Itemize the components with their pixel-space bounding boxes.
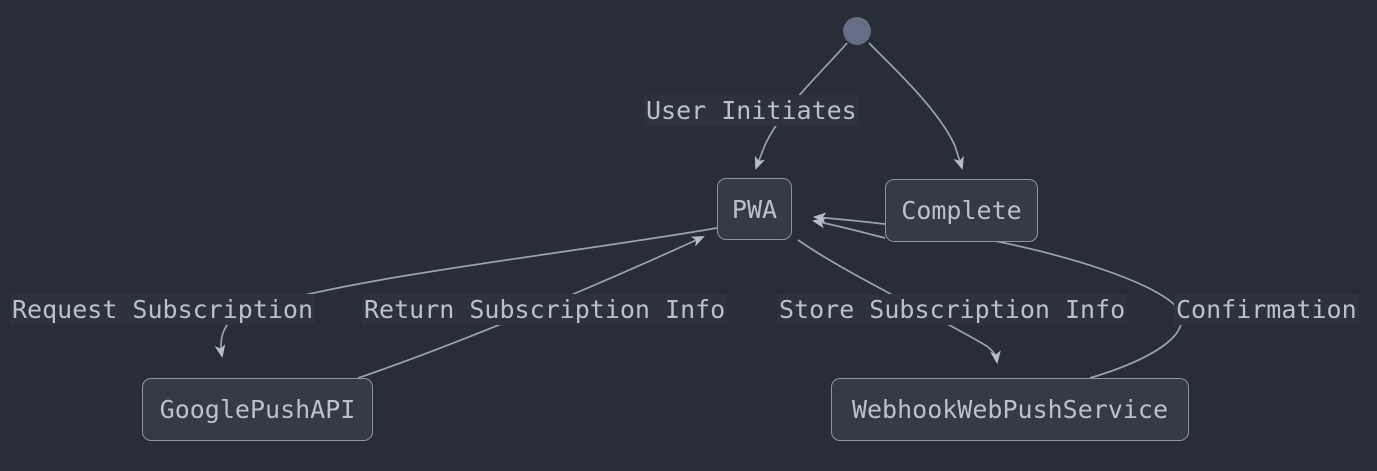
edge-label-return-subscription-info: Return Subscription Info [362,294,728,325]
start-node [843,17,871,45]
node-googlepushapi-label: GooglePushAPI [159,395,356,424]
edge-complete-to-pwa [812,217,886,239]
edge-start-to-pwa [754,42,848,170]
edge-webhookwebpushservice-to-pwa [813,212,1183,379]
node-complete[interactable]: Complete [885,179,1038,242]
edge-label-request-subscription: Request Subscription [10,294,316,325]
node-webhookwebpushservice-label: WebhookWebPushService [851,395,1169,424]
node-pwa[interactable]: PWA [717,178,792,240]
edge-start-to-complete [868,42,964,170]
node-webhookwebpushservice[interactable]: WebhookWebPushService [831,378,1189,441]
node-pwa-label: PWA [731,194,778,224]
node-googlepushapi[interactable]: GooglePushAPI [142,378,373,441]
edge-pwa-to-googlepushapi [214,227,718,358]
node-complete-label: Complete [901,196,1022,225]
edge-pwa-to-webhookwebpushservice [797,239,1001,364]
edge-label-store-subscription-info: Store Subscription Info [777,294,1128,325]
edge-label-confirmation: Confirmation [1174,294,1359,325]
edge-label-user-initiates: User Initiates [644,95,859,126]
